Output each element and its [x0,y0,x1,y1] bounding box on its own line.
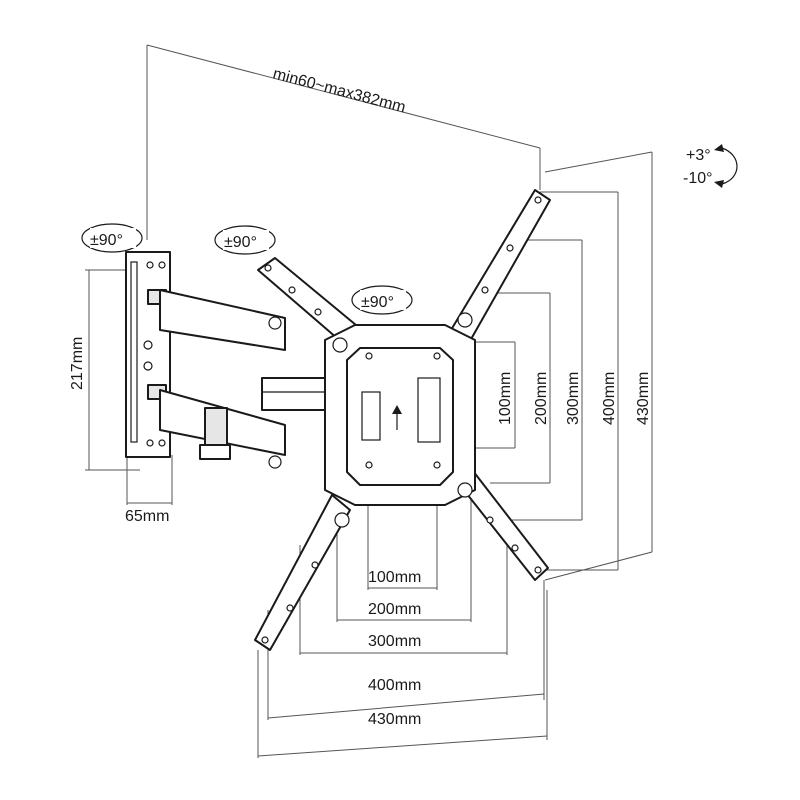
vesa-v-300-label: 300mm [565,372,582,425]
center-plate-inner [346,347,454,486]
wall-plate [125,251,171,458]
swivel-wall-label: ±90° [90,232,123,249]
wall-plate-dimensions: 217mm 65mm [69,269,173,525]
wall-plate-depth-label: 65mm [125,508,169,525]
vesa-bracket [254,189,551,651]
vesa-v-200-label: 200mm [533,372,550,425]
vesa-v-400-label: 400mm [601,372,618,425]
tilt-down-label: -10° [683,170,713,187]
arm-extension-label: min60~max382mm [271,65,407,116]
rotation-plate-label: ±90° [361,294,394,311]
swivel-arm-indicator: ±90° [214,225,276,255]
vesa-h-400-label: 400mm [368,677,421,694]
vesa-v-430-label: 430mm [635,372,652,425]
tilt-up-label: +3° [686,147,711,164]
vesa-v-100-label: 100mm [497,372,514,425]
arm-extension-dimension: min60~max382mm [146,44,541,240]
swivel-arm-label: ±90° [224,234,257,251]
vesa-h-430-label: 430mm [368,711,421,728]
vesa-horizontal-dimensions: 100mm 200mm 300mm 400mm 430mm [257,465,548,758]
wall-plate-height-label: 217mm [69,337,86,390]
vesa-h-200-label: 200mm [368,601,421,618]
vesa-h-100-label: 100mm [368,569,421,586]
vesa-h-300-label: 300mm [368,633,421,650]
rotation-plate-indicator: ±90° [351,285,413,315]
swivel-wall-indicator: ±90° [81,223,143,253]
tilt-indicator: +3° -10° [683,144,738,188]
lower-arm [159,289,286,469]
arm-bottom-left [254,494,351,651]
vesa-vertical-dimensions: 100mm 200mm 300mm 400mm 430mm [470,151,653,581]
